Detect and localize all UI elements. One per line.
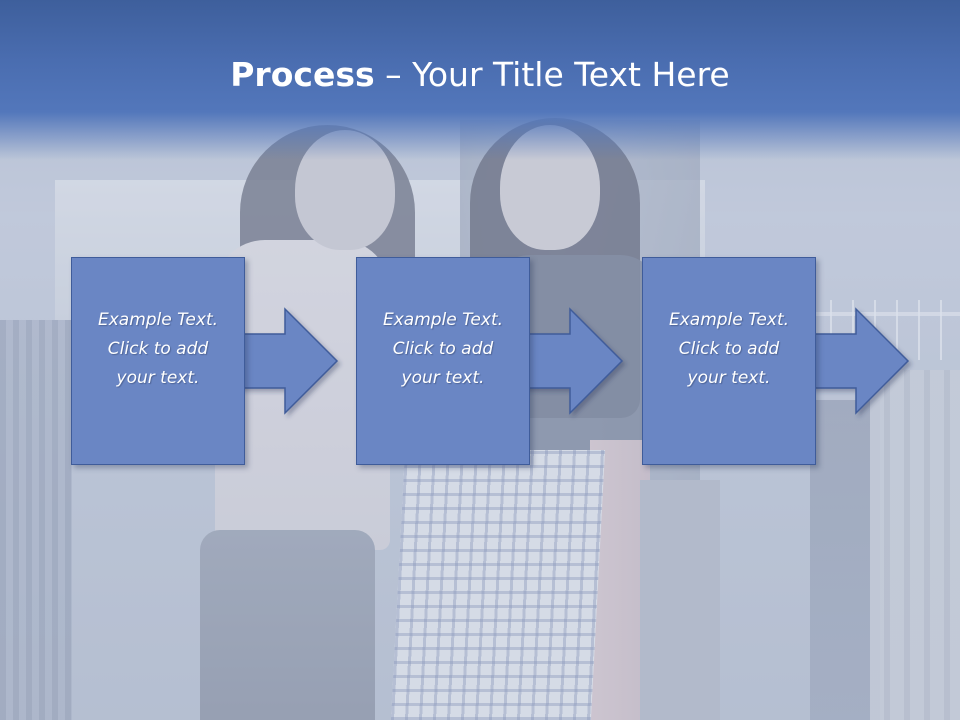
process-step-2[interactable]: Example Text. Click to add your text.	[356, 257, 530, 465]
step-text-line: your text.	[401, 367, 485, 388]
step-text-line: Example Text.	[382, 309, 504, 330]
step-3-text: Example Text. Click to add your text.	[669, 306, 789, 393]
process-step-3[interactable]: Example Text. Click to add your text.	[642, 257, 816, 465]
step-text-line: Click to add	[678, 338, 780, 359]
title-band	[0, 0, 960, 160]
title-rest: – Your Title Text Here	[374, 55, 730, 94]
step-text-line: Click to add	[107, 338, 209, 359]
clothes-mid	[810, 400, 880, 720]
process-step-1[interactable]: Example Text. Click to add your text.	[71, 257, 245, 465]
title-bold: Process	[230, 55, 375, 94]
step-2-text: Example Text. Click to add your text.	[383, 306, 503, 393]
step-text-line: Click to add	[392, 338, 494, 359]
right-arrow-icon	[516, 307, 624, 415]
right-arrow-icon	[801, 307, 910, 415]
shopping-bag-grey	[640, 480, 720, 720]
step-text-line: Example Text.	[97, 309, 219, 330]
step-text-line: your text.	[116, 367, 200, 388]
step-1-text: Example Text. Click to add your text.	[98, 306, 218, 393]
step-text-line: your text.	[687, 367, 771, 388]
woman-left-skirt	[200, 530, 375, 720]
right-arrow-icon	[231, 307, 339, 415]
clothes-rack-left	[0, 320, 72, 720]
step-text-line: Example Text.	[668, 309, 790, 330]
slide-title[interactable]: Process – Your Title Text Here	[0, 52, 960, 98]
clothes-right	[870, 370, 960, 720]
